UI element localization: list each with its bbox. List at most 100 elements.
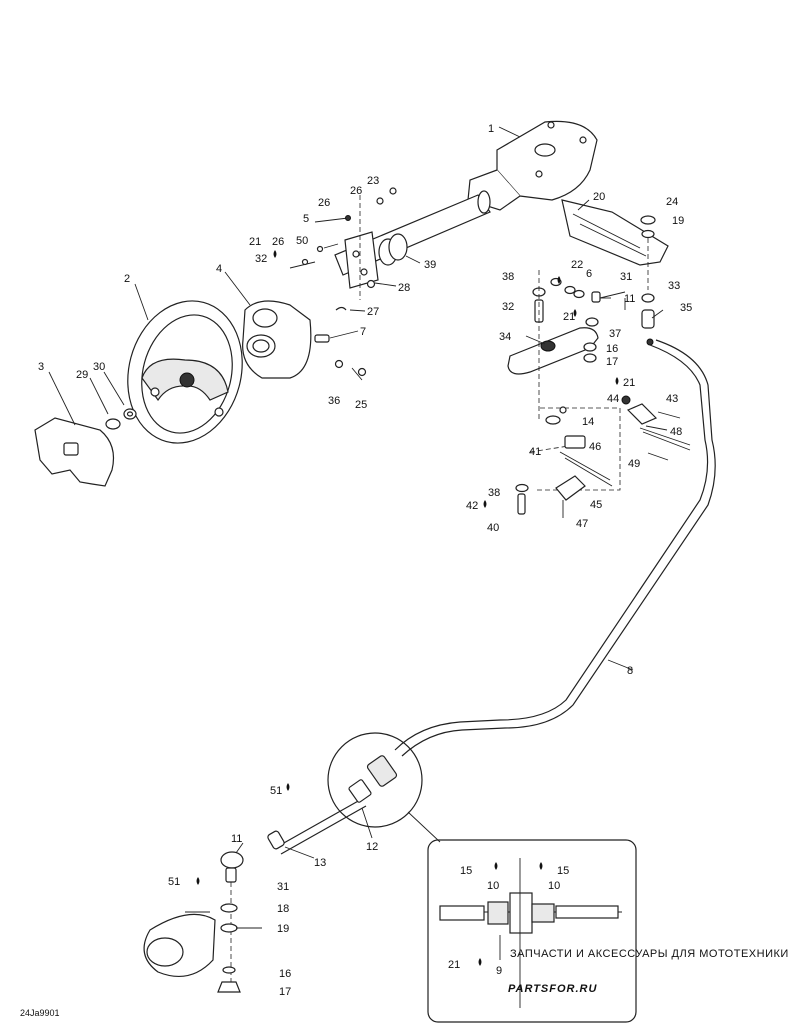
callout-38a: 38 (502, 271, 514, 283)
callout-16a: 16 (606, 343, 618, 355)
callout-15b: 15 (557, 865, 569, 877)
callout-8: 8 (627, 665, 633, 677)
detail-zoom-circle (327, 732, 441, 843)
callout-35: 35 (680, 302, 692, 314)
callout-51a: 51 (270, 785, 282, 797)
callout-45: 45 (590, 499, 602, 511)
drop-icon (286, 783, 290, 791)
callout-21d: 21 (448, 959, 460, 971)
callout-47: 47 (576, 518, 588, 530)
drop-icon (539, 862, 543, 870)
callout-33: 33 (668, 280, 680, 292)
bracket-bolts (289, 187, 397, 300)
ball-joint (641, 293, 655, 346)
callout-26a: 26 (318, 197, 330, 209)
left-bolt-stack (532, 270, 546, 420)
callout-21a: 21 (249, 236, 261, 248)
callout-24: 24 (666, 196, 678, 208)
watermark-tagline: ЗАПЧАСТИ И АКСЕССУАРЫ ДЛЯ МОТОТЕХНИКИ (510, 948, 789, 960)
callout-29: 29 (76, 369, 88, 381)
callout-9: 9 (496, 965, 502, 977)
callout-19a: 19 (672, 215, 684, 227)
callout-51b: 51 (168, 876, 180, 888)
callout-23: 23 (367, 175, 379, 187)
lubricant-drop-icons (196, 250, 619, 966)
screw-and-washer (334, 359, 367, 381)
callout-22: 22 (571, 259, 583, 271)
callout-26c: 26 (272, 236, 284, 248)
callout-18: 18 (277, 903, 289, 915)
callout-2: 2 (124, 273, 130, 285)
callout-48: 48 (670, 426, 682, 438)
callout-5: 5 (303, 213, 309, 225)
drop-icon (557, 276, 561, 284)
callout-16b: 16 (279, 968, 291, 980)
callout-49: 49 (628, 458, 640, 470)
steering-wheel (127, 300, 243, 444)
drop-icon (273, 250, 277, 258)
callout-42: 42 (466, 500, 478, 512)
steering-cover (242, 300, 312, 379)
callout-50: 50 (296, 235, 308, 247)
figure-code: 24Ja9901 (20, 1008, 60, 1018)
callout-40: 40 (487, 522, 499, 534)
callout-31b: 31 (277, 881, 289, 893)
callout-26b: 26 (350, 185, 362, 197)
wheel-nut-and-washer (105, 408, 137, 430)
steering-bracket (561, 199, 669, 266)
watermark-logo: PARTSFOR.RU (508, 983, 597, 995)
callout-12: 12 (366, 841, 378, 853)
callout-10b: 10 (548, 880, 560, 892)
drop-icon (494, 862, 498, 870)
inset-detail-box (427, 839, 637, 1023)
callout-1: 1 (488, 123, 494, 135)
callout-7: 7 (360, 326, 366, 338)
callout-17b: 17 (279, 986, 291, 998)
callout-31a: 31 (620, 271, 632, 283)
callout-13: 13 (314, 857, 326, 869)
callout-20: 20 (593, 191, 605, 203)
wheel-hub-cover (34, 417, 115, 487)
callout-25: 25 (355, 399, 367, 411)
callout-6: 6 (586, 268, 592, 280)
callout-21b: 21 (563, 311, 575, 323)
partsfor-watermark: ЗАПЧАСТИ И АКСЕССУАРЫ ДЛЯ МОТОТЕХНИКИ PA… (508, 948, 789, 995)
callout-41: 41 (529, 446, 541, 458)
shaft-bearings (378, 233, 408, 266)
callout-10a: 10 (487, 880, 499, 892)
callout-44: 44 (607, 393, 619, 405)
callout-38b: 38 (488, 487, 500, 499)
column-mount-bracket (344, 231, 379, 289)
callout-labels: 1 2 3 4 5 26 26 23 50 21 26 32 39 28 27 … (38, 123, 692, 998)
callout-34: 34 (499, 331, 511, 343)
callout-32a: 32 (255, 253, 267, 265)
right-small-parts (550, 277, 626, 363)
lower-cable-end (217, 830, 285, 993)
bracket-nut-washer (640, 215, 656, 290)
drop-icon (573, 309, 577, 317)
cable-support-area (515, 395, 691, 518)
jet-nozzle (143, 911, 216, 978)
callout-11a: 11 (624, 293, 635, 305)
steering-cable (274, 339, 716, 855)
callout-27: 27 (367, 306, 379, 318)
callout-39: 39 (424, 259, 436, 271)
callout-43: 43 (666, 393, 678, 405)
callout-17a: 17 (606, 356, 618, 368)
callout-3: 3 (38, 361, 44, 373)
drop-icon (615, 377, 619, 385)
callout-11b: 11 (231, 833, 242, 845)
callout-30: 30 (93, 361, 105, 373)
callout-32b: 32 (502, 301, 514, 313)
drop-icon (478, 958, 482, 966)
steering-arm (507, 327, 599, 375)
callout-14: 14 (582, 416, 594, 428)
pin-and-clip (314, 306, 347, 343)
drop-icon (483, 500, 487, 508)
callout-15a: 15 (460, 865, 472, 877)
callout-37: 37 (609, 328, 621, 340)
callout-46: 46 (589, 441, 601, 453)
callout-21c: 21 (623, 377, 635, 389)
callout-28: 28 (398, 282, 410, 294)
